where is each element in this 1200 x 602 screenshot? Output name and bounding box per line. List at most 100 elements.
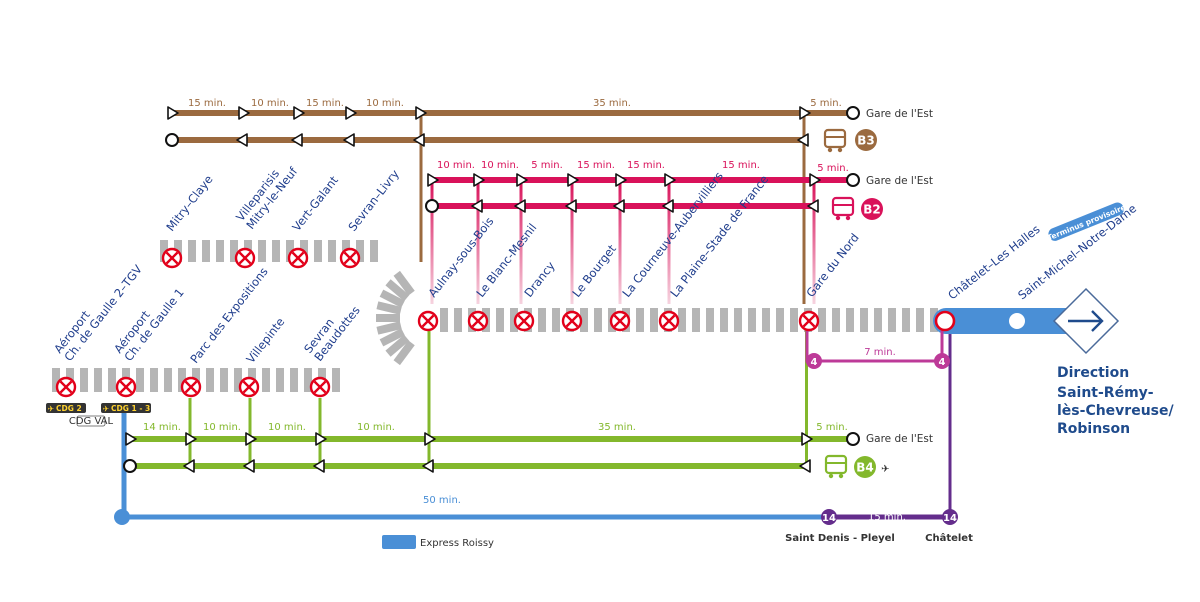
- hatch-tick: [216, 240, 224, 262]
- b4-travel-time: 14 min.: [143, 422, 181, 433]
- b4-stop-inbound: [799, 459, 811, 473]
- hatch-tick: [376, 321, 402, 335]
- b3-travel-time: 10 min.: [366, 98, 404, 109]
- hatch-tick: [762, 308, 770, 332]
- hatch-tick: [734, 308, 742, 332]
- b4-badge-disc: [854, 456, 876, 478]
- b3-trunk-stem: [419, 112, 423, 262]
- hatch-tick: [748, 308, 756, 332]
- b4-stop-inbound: [183, 459, 195, 473]
- b2-travel-time: 15 min.: [577, 160, 615, 171]
- closed-station-icon: [561, 310, 583, 332]
- b2-travel-time: 5 min.: [531, 160, 563, 171]
- bus-icon: [831, 196, 855, 221]
- cdg2-tag-plane: ✈: [48, 405, 55, 414]
- hatch-tick: [916, 308, 924, 332]
- b3-stop-inbound: [797, 133, 809, 147]
- direction-heading: Direction: [1057, 365, 1129, 381]
- b4-travel-time: 10 min.: [203, 422, 241, 433]
- airport-icon: ✈: [881, 464, 889, 475]
- closed-station-icon: [609, 310, 631, 332]
- b2-stop-outbound: [615, 173, 627, 187]
- hatch-tick: [706, 308, 714, 332]
- b3-stop-outbound: [799, 106, 811, 120]
- b2-stop-outbound: [664, 173, 676, 187]
- closed-station-cross: [313, 380, 327, 394]
- hatch-tick: [108, 368, 116, 392]
- b4-travel-time: 10 min.: [357, 422, 395, 433]
- hatch-tick: [846, 308, 854, 332]
- trunk-station-name: Le Bourget: [569, 242, 619, 300]
- hatch-tick: [832, 308, 840, 332]
- direction-destination-line: Robinson: [1057, 421, 1130, 437]
- bus-icon-wheel: [838, 473, 844, 479]
- hatch-tick: [902, 308, 910, 332]
- b4-badge-label: B4: [856, 461, 874, 475]
- metro-14-badge-chatelet-number: 14: [943, 513, 957, 524]
- cdg13-tag-bg: [101, 403, 151, 413]
- b4-start-ring: [123, 459, 137, 473]
- b3-stop-outbound: [238, 106, 250, 120]
- b2-stem: [570, 180, 574, 304]
- b2-start-ring: [425, 199, 439, 213]
- hatch-tick: [379, 289, 405, 308]
- b3-badge: B3: [855, 129, 877, 151]
- trunk-station-name: Drancy: [521, 259, 557, 300]
- hatch-tick: [160, 240, 168, 262]
- hatch-tick: [538, 308, 546, 332]
- b4-stop-inbound: [422, 459, 434, 473]
- hatch-tick: [258, 240, 266, 262]
- hatch-tick: [290, 368, 298, 392]
- metro-14-badge-chatelet-disc: [942, 509, 958, 525]
- closed-station-icon: [417, 310, 439, 332]
- hatch-tick: [385, 279, 410, 302]
- hatch-tick: [874, 308, 882, 332]
- direction-destination-line: Saint-Rémy-: [1057, 385, 1154, 401]
- metro-14-badge-disc: [821, 509, 837, 525]
- bus-number-badge: [382, 535, 416, 549]
- bus-name: Express Roissy: [420, 538, 494, 549]
- hatch-tick: [776, 308, 784, 332]
- hatch-tick: [454, 308, 462, 332]
- hatch-tick: [234, 368, 242, 392]
- b2-travel-time: 10 min.: [437, 160, 475, 171]
- b4-stop-outbound: [315, 432, 327, 446]
- hatch-tick: [860, 308, 868, 332]
- b4-travel-time: 10 min.: [268, 422, 306, 433]
- cdg2-tag-text: CDG 2: [56, 404, 82, 413]
- b2-travel-time: 15 min.: [627, 160, 665, 171]
- b3-travel-time: 5 min.: [810, 98, 842, 109]
- metro-4-time: 7 min.: [864, 347, 896, 358]
- b3-stop-outbound: [167, 106, 179, 120]
- b2-terminus-ring: [846, 173, 860, 187]
- hatch-tick: [94, 368, 102, 392]
- closed-station-cross: [421, 314, 435, 328]
- bus-icon-body: [823, 128, 847, 149]
- closed-station-cross: [291, 251, 305, 265]
- b2-stop-inbound: [565, 199, 577, 213]
- trunk-station-name-line: Gare du Nord: [803, 231, 861, 300]
- closed-station-icon: [115, 376, 137, 398]
- cdg2-tag: CDG 2✈: [46, 403, 86, 414]
- chatelet-label: Châtelet: [925, 532, 973, 544]
- hatch-tick: [356, 240, 364, 262]
- bus-travel-time: 50 min.: [423, 495, 461, 506]
- closed-station-cross: [471, 314, 485, 328]
- b4-station-name: Villepinte: [243, 315, 287, 366]
- hatch-tick: [206, 368, 214, 392]
- b4-stop-inbound: [313, 459, 325, 473]
- closed-station-icon: [658, 310, 680, 332]
- hatch-tick: [220, 368, 228, 392]
- b2-stop-inbound: [613, 199, 625, 213]
- saint-michel-station-name: Saint-Michel–Notre-Dame: [1015, 201, 1139, 302]
- b2-stem: [476, 180, 480, 304]
- bus-icon: [824, 454, 848, 479]
- b3-stop-outbound: [293, 106, 305, 120]
- closed-station-icon: [238, 376, 260, 398]
- b4-stop-outbound: [424, 432, 436, 446]
- b2-stop-inbound: [471, 199, 483, 213]
- closed-station-icon: [339, 247, 361, 269]
- hatch-tick: [332, 368, 340, 392]
- b3-station-name-line: Sevran–Livry: [345, 167, 402, 234]
